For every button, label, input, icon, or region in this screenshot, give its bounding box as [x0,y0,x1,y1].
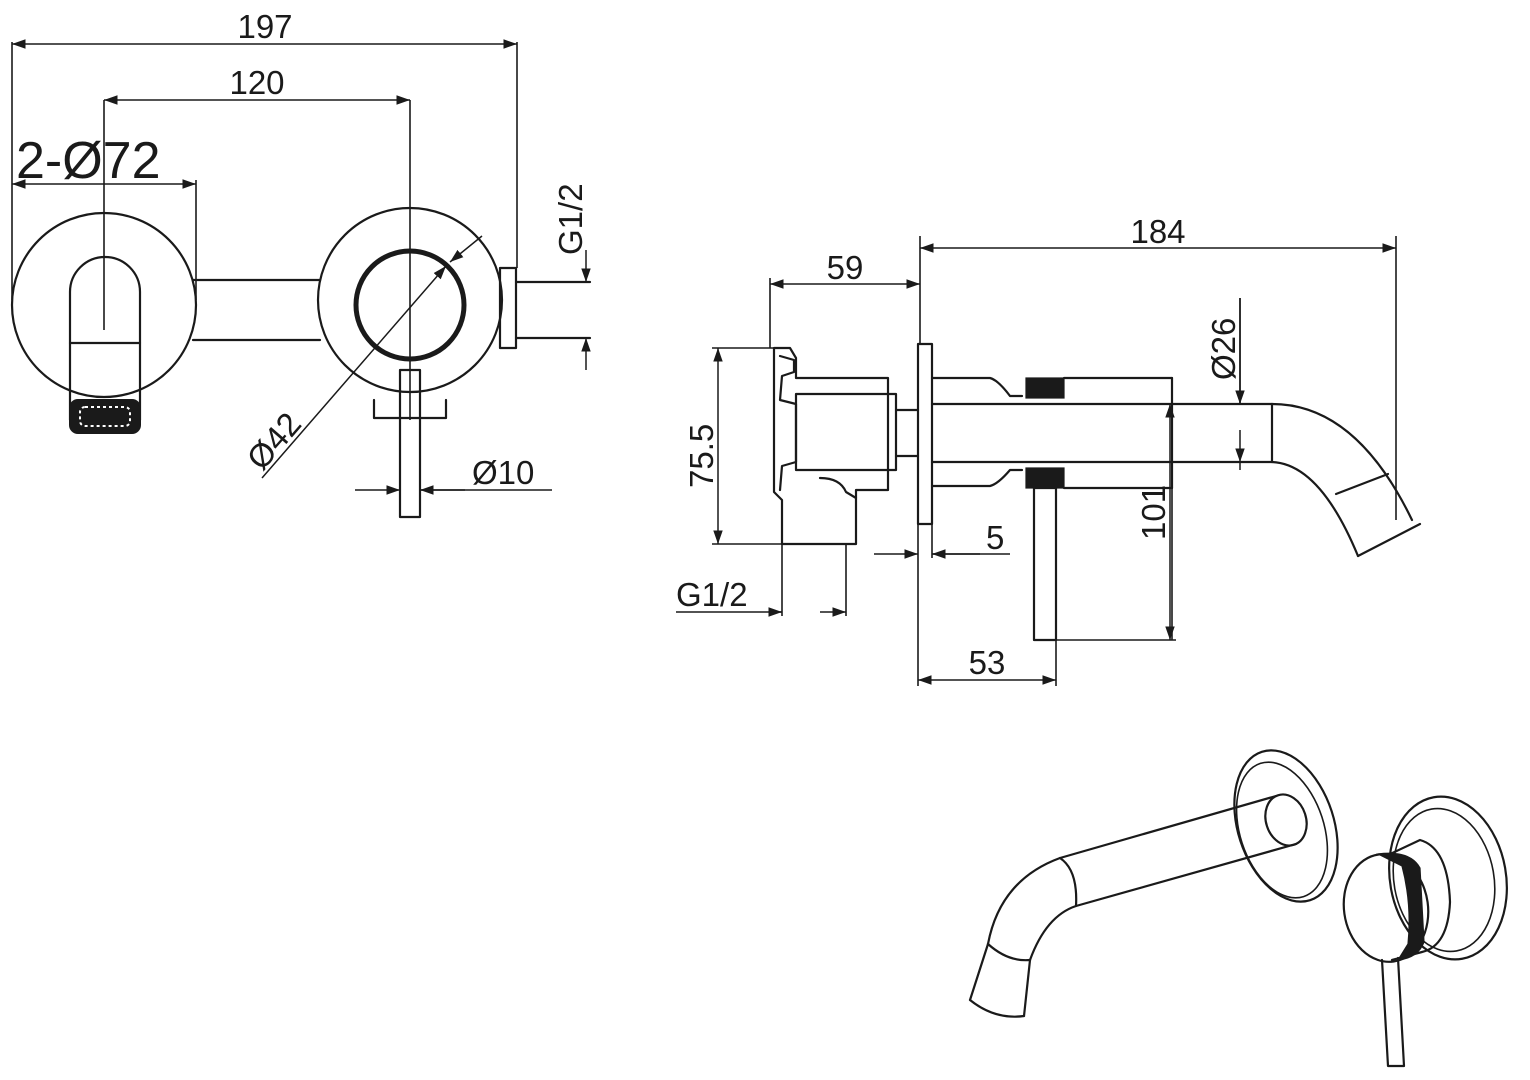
iso-knurled-ring [1375,852,1425,961]
dim-total-width: 197 [237,8,292,45]
dim-rosette-thickness: 5 [986,519,1004,556]
dim-lever: Ø10 [472,454,534,491]
iso-mixer-rosette [1388,795,1508,961]
valve-body [772,346,898,546]
dim-spout-length: 184 [1130,213,1185,250]
spout-tube [68,255,142,422]
side-view: 184 59 Ø26 75.5 101 5 G1/2 53 [676,213,1422,686]
side-spout [1270,402,1414,522]
dim-connection-side: G1/2 [676,576,748,613]
side-lever [1032,486,1058,642]
dim-body-depth: 59 [827,249,864,286]
dim-center-distance: 120 [229,64,284,101]
dim-connection-front: G1/2 [552,183,589,255]
dim-rosette: 2-Ø72 [16,132,161,190]
iso-spout-rosette [1233,749,1339,903]
dim-spout-diameter: Ø26 [1205,318,1242,380]
dim-line-mixer-body [261,265,447,479]
dim-body-height: 75.5 [683,424,720,488]
aerator [69,399,141,434]
dim-spout-height: 101 [1135,485,1172,540]
iso-lever [1380,956,1406,1068]
knurled-collar [1025,377,1065,399]
dim-mixer-body: Ø42 [239,405,308,476]
front-view: 197 120 2-Ø72 G1/2 Ø42 Ø10 [10,8,592,519]
isometric-view [968,749,1508,1068]
dim-lever-offset: 53 [969,644,1006,681]
wall-rosette-edge [916,342,934,526]
iso-spout [986,794,1278,946]
